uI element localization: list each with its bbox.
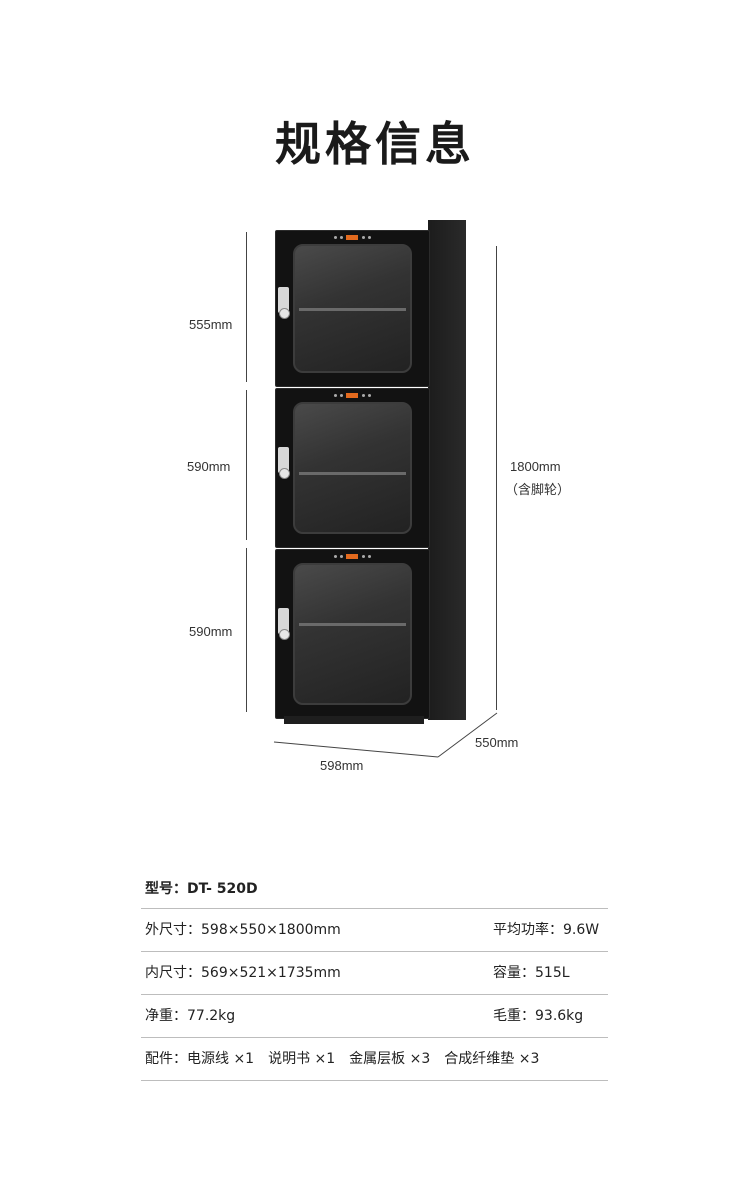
spec-row-accessories: 配件：电源线 ×1 说明书 ×1 金属层板 ×3 合成纤维垫 ×3 [141, 1038, 608, 1081]
dimension-label-top: 555mm [189, 317, 233, 332]
accessories-label: 配件： [145, 1051, 187, 1067]
power-label: 平均功率： [493, 922, 563, 938]
cabinet-base [284, 716, 424, 724]
outer-size-label: 外尺寸： [145, 922, 201, 938]
control-panel [332, 554, 374, 560]
digital-lock-icon [278, 447, 290, 479]
inner-size-label: 内尺寸： [145, 965, 201, 981]
dimension-label-total-height: 1800mm [510, 459, 561, 474]
outer-size-value: 598×550×1800mm [201, 922, 341, 938]
capacity-value: 515L [535, 965, 570, 981]
dimension-lines-base [273, 712, 498, 758]
digital-lock-icon [278, 608, 290, 640]
spec-row-size-power: 外尺寸：598×550×1800mm 平均功率：9.6W [141, 909, 608, 952]
cabinet-door-top [275, 230, 430, 387]
spec-row-weight: 净重：77.2kg 毛重：93.6kg [141, 995, 608, 1038]
power-value: 9.6W [563, 922, 600, 938]
control-panel [332, 235, 374, 241]
page-title: 规格信息 [275, 117, 475, 171]
accessories-value: 电源线 ×1 说明书 ×1 金属层板 ×3 合成纤维垫 ×3 [187, 1051, 540, 1067]
dimension-label-depth: 550mm [475, 735, 519, 750]
cabinet-door-bottom [275, 549, 430, 719]
capacity-label: 容量： [493, 965, 535, 981]
dimension-line-middle [246, 390, 247, 540]
model-value: DT- 520D [187, 881, 258, 897]
spec-table: 型号：DT- 520D 外尺寸：598×550×1800mm 平均功率：9.6W… [141, 868, 608, 1081]
cabinet-side [428, 220, 466, 720]
cabinet-illustration [270, 216, 470, 726]
dimension-line-top [246, 232, 247, 382]
dimension-label-width: 598mm [320, 758, 364, 773]
dimension-label-middle: 590mm [187, 459, 231, 474]
spec-row-model: 型号：DT- 520D [141, 868, 608, 909]
net-weight-label: 净重： [145, 1008, 187, 1024]
dimension-line-total-height [496, 246, 497, 710]
control-panel [332, 393, 374, 399]
spec-row-inner-capacity: 内尺寸：569×521×1735mm 容量：515L [141, 952, 608, 995]
gross-weight-label: 毛重： [493, 1008, 535, 1024]
inner-size-value: 569×521×1735mm [201, 965, 341, 981]
dimension-line-bottom [246, 548, 247, 712]
digital-lock-icon [278, 287, 290, 319]
model-label: 型号： [145, 881, 187, 897]
gross-weight-value: 93.6kg [535, 1008, 584, 1024]
cabinet-door-middle [275, 388, 430, 548]
net-weight-value: 77.2kg [187, 1008, 236, 1024]
dimension-label-total-height-note: （含脚轮） [505, 482, 571, 497]
glass-window [293, 244, 412, 373]
glass-window [293, 402, 412, 534]
glass-window [293, 563, 412, 705]
dimension-label-bottom: 590mm [189, 624, 233, 639]
